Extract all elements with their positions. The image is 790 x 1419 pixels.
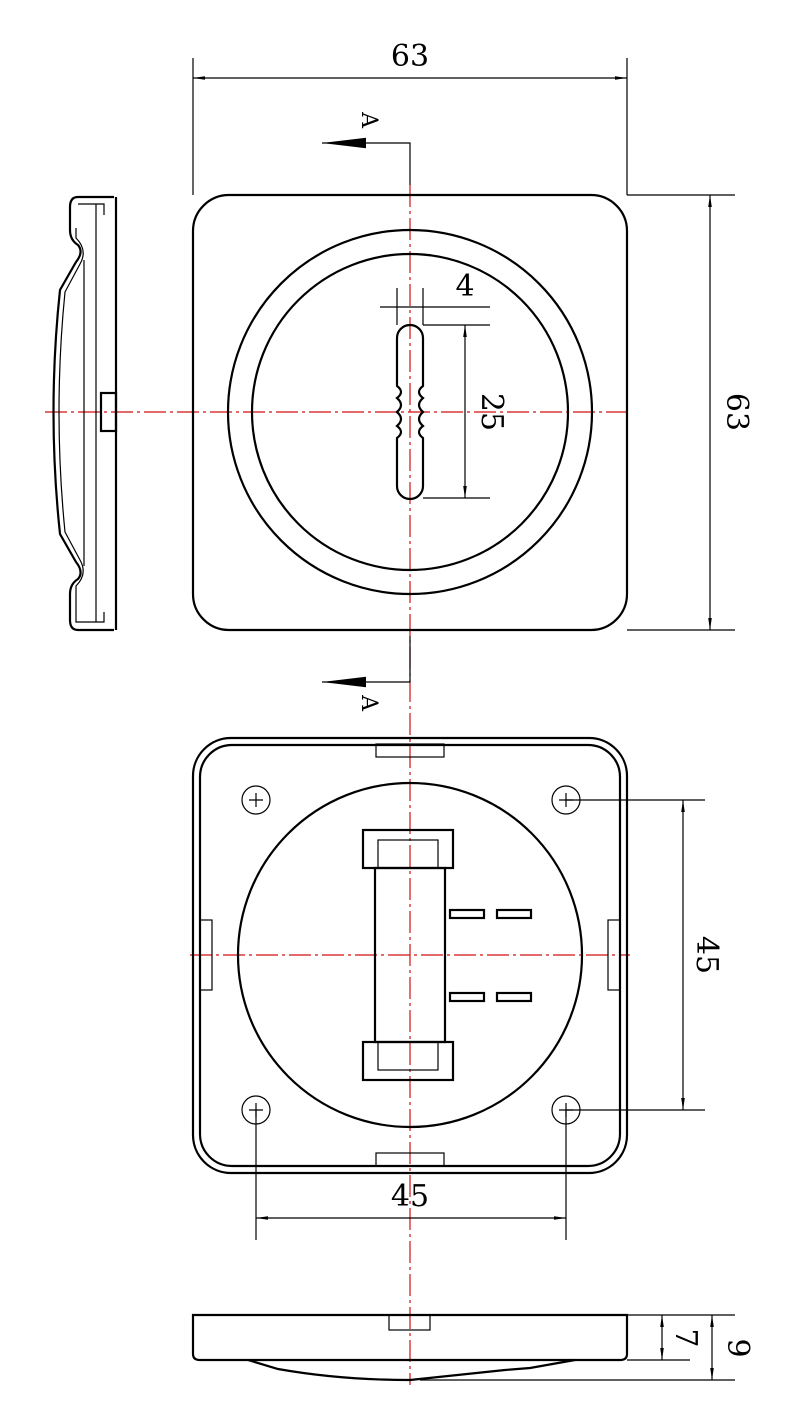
section-label-top: A — [356, 111, 381, 129]
hole-spacing-horizontal-label: 45 — [391, 1179, 429, 1214]
side-view — [191, 1313, 629, 1382]
section-label-bottom: A — [356, 694, 381, 712]
height-dimension-label: 63 — [719, 393, 754, 431]
screw-hole-icon — [241, 785, 271, 815]
centerlines — [45, 185, 630, 1385]
section-view — [52, 195, 118, 632]
hole-spacing-vertical-label: 45 — [689, 936, 724, 974]
width-dimension-label: 63 — [391, 39, 429, 74]
body-height-label: 7 — [668, 1328, 703, 1347]
slot-length-label: 25 — [474, 393, 509, 431]
total-height-label: 9 — [720, 1338, 755, 1357]
front-view — [191, 193, 629, 632]
side-dimensions: 7 9 — [420, 1314, 755, 1381]
front-dimensions: 63 63 4 25 A A — [192, 39, 754, 712]
slot-width-label: 4 — [455, 269, 474, 304]
back-dimensions: 45 45 — [255, 799, 724, 1240]
battery-holder — [361, 828, 533, 1082]
keyhole-slot — [395, 323, 425, 501]
